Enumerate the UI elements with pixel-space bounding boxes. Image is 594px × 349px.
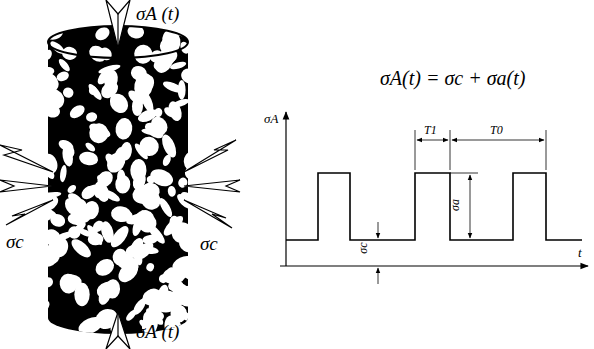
pebble bbox=[61, 86, 75, 100]
pebble bbox=[170, 97, 190, 109]
pebble bbox=[61, 273, 83, 289]
pebble bbox=[94, 184, 102, 198]
pebble bbox=[141, 127, 165, 136]
axis-label: t bbox=[578, 246, 582, 259]
pebble bbox=[133, 142, 150, 161]
pebble bbox=[86, 82, 104, 102]
axis-label: σA bbox=[264, 112, 278, 125]
pebble bbox=[82, 323, 93, 334]
pebble bbox=[95, 279, 121, 301]
pebble bbox=[89, 123, 109, 144]
pebble bbox=[84, 141, 97, 153]
pebble bbox=[92, 256, 117, 280]
pebble bbox=[97, 45, 114, 62]
pebble bbox=[170, 304, 187, 322]
dimension-label: σa bbox=[449, 199, 461, 211]
pebble bbox=[40, 152, 60, 175]
confining-label: σc bbox=[200, 234, 218, 253]
formula: σA(t) = σc + σa(t) bbox=[380, 68, 525, 88]
pebble bbox=[44, 49, 53, 60]
dimension-label: T1 bbox=[424, 124, 437, 136]
pebble bbox=[134, 44, 153, 64]
pebble bbox=[41, 101, 62, 120]
load-label: σA (t) bbox=[136, 322, 179, 341]
pebble bbox=[59, 165, 68, 183]
pebble bbox=[124, 308, 138, 322]
pebble bbox=[177, 176, 189, 188]
pebble bbox=[131, 216, 145, 237]
pebble bbox=[147, 300, 164, 322]
pebble bbox=[130, 182, 157, 206]
pebble bbox=[168, 280, 184, 292]
pebble bbox=[66, 183, 78, 194]
pebble bbox=[114, 117, 133, 141]
pebble bbox=[175, 191, 195, 211]
pebble bbox=[97, 63, 121, 75]
pebble bbox=[85, 111, 98, 123]
pebble bbox=[36, 191, 61, 201]
square-wave-graph bbox=[280, 112, 588, 284]
pebble bbox=[78, 150, 99, 167]
specimen-cylinder bbox=[48, 26, 188, 334]
pebble bbox=[36, 298, 51, 314]
pebble bbox=[89, 124, 106, 142]
pebble bbox=[91, 219, 106, 235]
pebble bbox=[179, 66, 201, 86]
pebble bbox=[167, 185, 176, 197]
pebble bbox=[183, 164, 201, 182]
pebble bbox=[57, 57, 72, 73]
pebble bbox=[50, 236, 70, 259]
pebble bbox=[166, 267, 181, 280]
pebble bbox=[35, 68, 62, 95]
pebble bbox=[103, 149, 129, 176]
pebble bbox=[110, 205, 132, 223]
pebble bbox=[132, 97, 144, 117]
pebble bbox=[115, 175, 130, 194]
pebble bbox=[145, 262, 155, 272]
pebble bbox=[161, 79, 184, 95]
pebble bbox=[168, 218, 196, 246]
pebble bbox=[57, 138, 76, 154]
pebble bbox=[183, 151, 201, 172]
pebble bbox=[132, 72, 155, 100]
load-arrows bbox=[0, 0, 240, 349]
dimension-label: σc bbox=[357, 242, 369, 253]
pebble bbox=[121, 211, 133, 221]
pebble bbox=[49, 212, 67, 228]
pebble bbox=[148, 166, 176, 189]
pebble bbox=[67, 103, 87, 121]
pebble bbox=[39, 20, 64, 41]
load-label: σA (t) bbox=[136, 4, 179, 23]
pebble bbox=[37, 321, 54, 336]
pebble bbox=[140, 85, 150, 95]
pebble bbox=[77, 227, 94, 239]
pebble bbox=[55, 70, 70, 83]
pebble bbox=[67, 212, 86, 225]
confining-label: σc bbox=[6, 232, 24, 251]
pebble bbox=[174, 281, 204, 311]
aggregate-texture bbox=[32, 20, 204, 342]
pebble bbox=[68, 226, 81, 239]
pebble bbox=[42, 276, 55, 289]
dimension-label: T0 bbox=[490, 124, 503, 136]
pebble bbox=[159, 133, 179, 160]
pebble bbox=[115, 258, 142, 286]
pebble bbox=[131, 239, 156, 263]
